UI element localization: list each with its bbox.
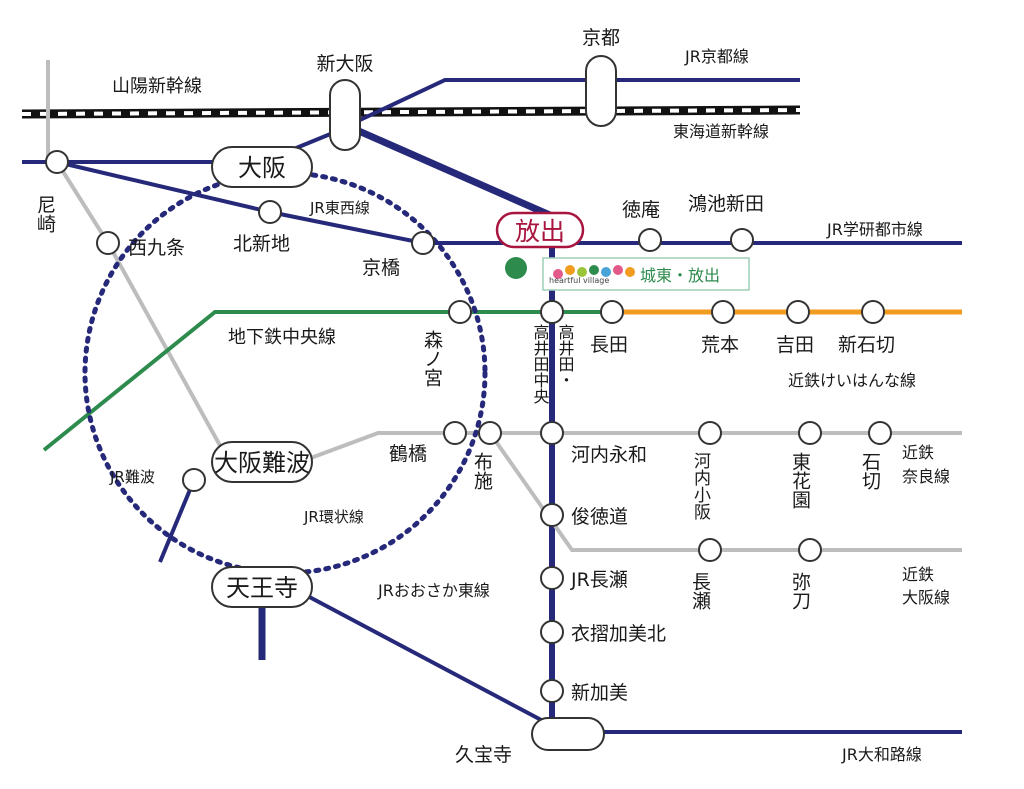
kawachi-eiwa-node[interactable]	[540, 421, 564, 445]
kyuhoji-node[interactable]	[531, 717, 605, 751]
station-aramoto: 荒本	[701, 334, 739, 356]
label-jr-kyoto: JR京都線	[684, 47, 749, 66]
brand-label: 城東・放出	[640, 266, 720, 285]
station-nagase: 長瀬	[689, 572, 711, 610]
osaka-namba-node[interactable]	[211, 441, 313, 483]
jr-namba-line	[158, 479, 196, 563]
station-shin-ishikiri: 新石切	[838, 334, 895, 356]
station-kizuri-kamikita: 衣摺加美北	[571, 623, 666, 645]
shinosaka-hanaten-line	[350, 124, 554, 220]
label-jr-namba: JR難波	[109, 468, 155, 486]
station-shin-kami: 新加美	[571, 682, 628, 704]
station-tsuruhashi: 鶴橋	[389, 443, 427, 465]
label-jr-gakkentoshi: JR学研都市線	[826, 220, 923, 239]
label-kintetsu-osaka-2: 大阪線	[902, 588, 950, 607]
tokuan-node[interactable]	[638, 228, 662, 252]
label-chuo: 地下鉄中央線	[228, 327, 336, 348]
kawachi-kosaka-node[interactable]	[698, 421, 722, 445]
kyobashi-node[interactable]	[411, 231, 435, 255]
hanshin-namba-line	[55, 160, 230, 461]
station-morinomiya: 森ノ宮	[421, 330, 443, 387]
shuntokumichi-node[interactable]	[540, 503, 564, 527]
station-kitashinchi: 北新地	[233, 233, 290, 255]
shin-ishikiri-node[interactable]	[861, 300, 885, 324]
station-kyobashi: 京橋	[362, 257, 400, 279]
brand-location-pin[interactable]	[505, 257, 527, 279]
brand-logo-icon	[553, 265, 635, 279]
station-hanaten[interactable]: 放出	[515, 217, 565, 246]
shin-osaka-node[interactable]	[329, 79, 361, 151]
station-tokuan: 徳庵	[622, 199, 660, 221]
amagasaki-node[interactable]	[45, 150, 69, 174]
ishikiri-node[interactable]	[868, 421, 892, 445]
label-jr-osaka-higashi: JRおおさか東線	[377, 581, 490, 600]
brand-box[interactable]	[542, 257, 750, 291]
osaka-node[interactable]	[211, 146, 313, 188]
jr-kyoto-line	[359, 78, 800, 122]
tennoji-node[interactable]	[211, 566, 313, 608]
brand-logo-text: heartful village	[549, 276, 609, 285]
label-tokaido-shinkansen: 東海道新幹線	[673, 122, 769, 141]
station-takaida-chuo-a: 高井田中央	[531, 324, 550, 404]
kizuri-kamikita-node[interactable]	[540, 620, 564, 644]
station-fuse: 布施	[471, 452, 493, 490]
jr-nagase-node[interactable]	[540, 566, 564, 590]
station-osaka-namba: 大阪難波	[214, 449, 310, 477]
station-tennoji: 天王寺	[226, 574, 298, 602]
shin-kami-node[interactable]	[540, 679, 564, 703]
konoike-shinden-node[interactable]	[730, 228, 754, 252]
label-kintetsu-nara-2: 奈良線	[902, 467, 950, 486]
station-yoshida: 吉田	[776, 334, 814, 356]
station-kyuhoji: 久宝寺	[455, 744, 512, 766]
nishikujo-node[interactable]	[96, 231, 120, 255]
fuse-node[interactable]	[478, 421, 502, 445]
label-keihanna: 近鉄けいはんな線	[788, 371, 916, 390]
chuo-line	[42, 310, 612, 452]
label-kintetsu-osaka-1: 近鉄	[902, 565, 934, 584]
nagase-node[interactable]	[698, 538, 722, 562]
station-takaida-chuo-b: 高井田・	[556, 324, 575, 388]
station-amagasaki: 尼崎	[34, 195, 56, 233]
station-osaka: 大阪	[238, 154, 286, 182]
station-kawachi-kosaka: 河内小阪	[690, 452, 711, 520]
kintetsu-osaka-line	[488, 431, 962, 552]
station-kyoto: 京都	[582, 27, 620, 49]
tennoji-kyuhoji-line	[299, 590, 546, 724]
yoshida-node[interactable]	[786, 300, 810, 324]
tsuruhashi-node[interactable]	[443, 421, 467, 445]
kitashinchi-node[interactable]	[258, 200, 282, 224]
station-nagata: 長田	[590, 334, 628, 356]
station-higashi-hanazono: 東花園	[789, 452, 811, 509]
higashi-hanazono-node[interactable]	[798, 421, 822, 445]
label-jr-loop: JR環状線	[303, 508, 364, 526]
station-shin-osaka: 新大阪	[316, 53, 373, 75]
label-kintetsu-nara-1: 近鉄	[902, 443, 934, 462]
station-jr-nagase: JR長瀬	[570, 569, 628, 591]
morinomiya-node[interactable]	[448, 300, 472, 324]
station-ishikiri: 石切	[859, 452, 881, 490]
label-jr-yamatoji: JR大和路線	[841, 745, 922, 764]
kyoto-node[interactable]	[585, 55, 617, 127]
station-shuntokumichi: 俊徳道	[571, 506, 628, 528]
label-sanyo-shinkansen: 山陽新幹線	[112, 76, 202, 97]
hanaten-node[interactable]	[495, 211, 585, 249]
shinkansen-line	[21, 105, 801, 119]
takaida-chuo-node[interactable]	[540, 300, 564, 324]
aramoto-node[interactable]	[711, 300, 735, 324]
label-jr-tozai: JR東西線	[309, 199, 370, 217]
kintetsu-nara-line	[299, 431, 962, 464]
station-yao: 弥刀	[789, 572, 811, 610]
station-kawachi-eiwa: 河内永和	[571, 444, 647, 466]
nagata-node[interactable]	[600, 300, 624, 324]
station-konoike-shinden: 鴻池新田	[688, 193, 764, 215]
jr-namba-node[interactable]	[182, 468, 206, 492]
station-nishikujo: 西九条	[128, 237, 185, 259]
yao-node[interactable]	[798, 538, 822, 562]
